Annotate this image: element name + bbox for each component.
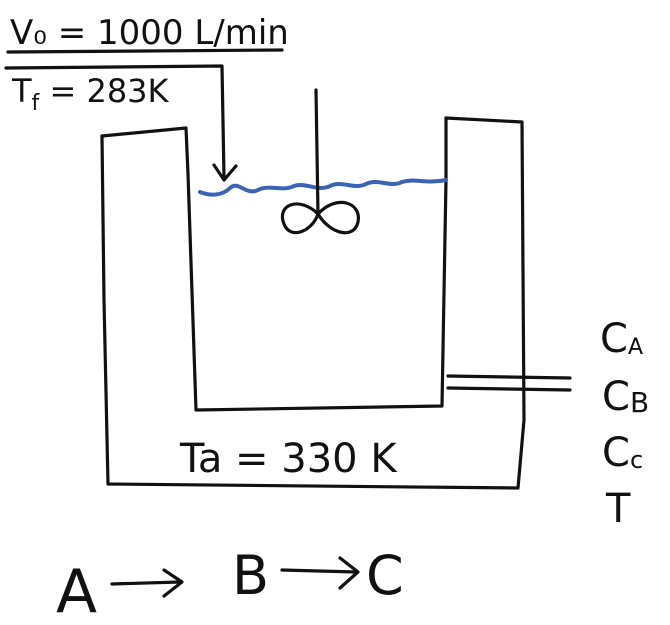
outlet-concentration-c-label: Cc: [602, 430, 643, 476]
outlet-concentration-c-symbol: C: [602, 430, 630, 476]
outlet-concentration-b-symbol: C: [602, 374, 630, 420]
jacket-temperature-label: Ta = 330 K: [179, 436, 398, 482]
reactor-vessel-wall: [186, 172, 448, 412]
outlet-concentration-a-subscript: A: [628, 335, 643, 360]
feed-flow-rate-label: V₀ = 1000 L/min: [10, 13, 289, 53]
feed-temperature-label: Tf = 283K: [11, 72, 170, 116]
outlet-concentration-a-label: CA: [600, 316, 643, 362]
outlet-concentration-a-symbol: C: [600, 316, 628, 362]
feed-temperature-symbol: T: [11, 72, 32, 110]
impeller-right-blade: [316, 200, 360, 235]
feed-temperature-value: = 283K: [39, 72, 169, 110]
reaction-species-c: C: [366, 544, 404, 607]
liquid-surface: [198, 178, 448, 197]
outlet-concentration-c-subscript: c: [630, 446, 643, 474]
feed-temperature-subscript: f: [32, 91, 41, 116]
outlet-temperature-label: T: [605, 486, 631, 532]
feed-inlet-line: [4, 64, 226, 180]
reaction-species-a: A: [56, 557, 97, 625]
agitator-shaft: [314, 88, 320, 216]
outlet-concentration-b-label: CB: [602, 374, 649, 420]
cooling-jacket-outer-wall: [100, 116, 526, 490]
outlet-pipe-bottom: [446, 386, 572, 392]
outlet-concentration-b-subscript: B: [630, 386, 649, 419]
outlet-pipe-top: [446, 374, 572, 380]
reaction-arrow-a-to-b: [110, 568, 184, 598]
reaction-species-b: B: [232, 544, 269, 607]
cooling-jacket-top-left: [100, 126, 190, 176]
feed-inlet-arrowhead: [212, 163, 238, 182]
impeller-left-blade: [280, 202, 320, 235]
feed-label-underline: [6, 48, 284, 54]
reaction-arrow-b-to-c: [280, 556, 360, 590]
